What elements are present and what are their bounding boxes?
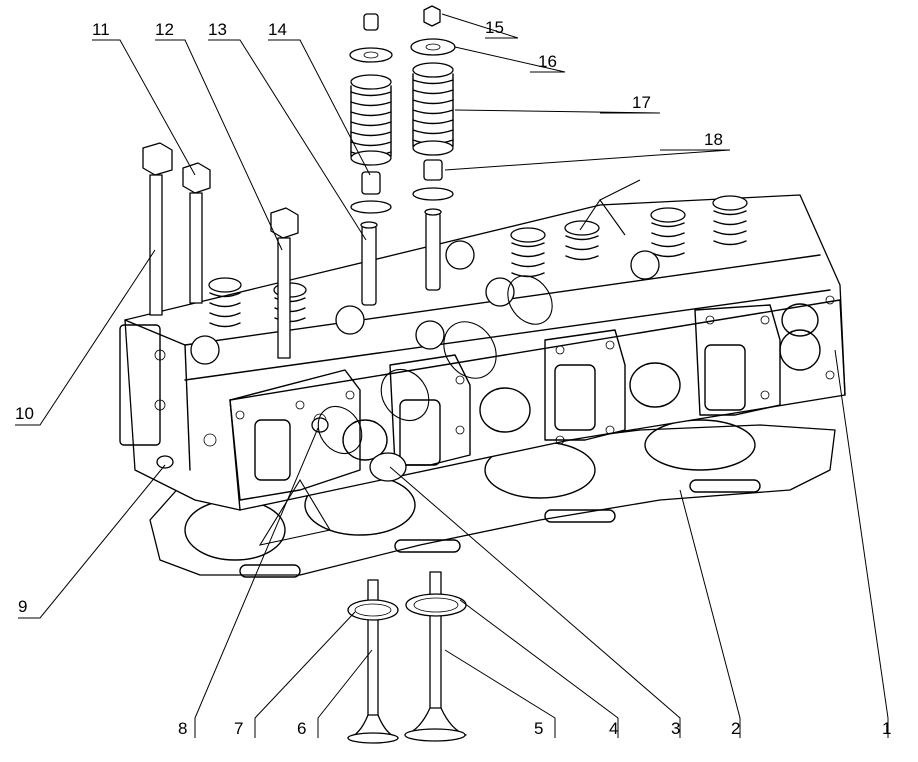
head-bolt-11	[182, 162, 211, 304]
cylinder-head-body	[119, 194, 846, 511]
plug-8	[311, 417, 329, 433]
head-bolt-12	[270, 207, 299, 359]
callout-3: 3	[671, 719, 680, 738]
callout-15: 15	[485, 18, 504, 37]
callout-5: 5	[534, 719, 543, 738]
callout-14: 14	[268, 20, 287, 39]
callout-13: 13	[208, 20, 227, 39]
valve-seat-7	[347, 599, 399, 621]
watermark	[258, 179, 641, 546]
callout-18: 18	[704, 130, 723, 149]
valve-guide-alt	[424, 208, 442, 291]
callout-2: 2	[731, 719, 740, 738]
spring-stack-left	[349, 13, 393, 214]
head-bolt-10	[142, 142, 173, 316]
valve-guide-13	[360, 221, 378, 306]
callout-1: 1	[882, 719, 891, 738]
dowel-9	[156, 455, 174, 469]
callout-8: 8	[178, 719, 187, 738]
spring-stack-right	[410, 5, 456, 201]
installed-valve-springs	[190, 195, 748, 365]
valve-5	[404, 571, 467, 742]
callout-6: 6	[297, 719, 306, 738]
callout-7: 7	[234, 719, 243, 738]
callout-labels: 1 2 3 4 5 6 7 8 9 10 11 12 13 14 15 16 1…	[15, 18, 891, 738]
valve-seat-4	[405, 593, 467, 617]
callout-10: 10	[15, 404, 34, 423]
callout-17: 17	[632, 93, 651, 112]
callout-11: 11	[92, 20, 110, 39]
callout-4: 4	[609, 719, 618, 738]
insert-3	[369, 452, 407, 482]
callout-16: 16	[538, 52, 557, 71]
valve-6	[347, 579, 399, 744]
callout-9: 9	[18, 597, 27, 616]
leader-lines	[15, 13, 889, 738]
callout-12: 12	[155, 20, 174, 39]
